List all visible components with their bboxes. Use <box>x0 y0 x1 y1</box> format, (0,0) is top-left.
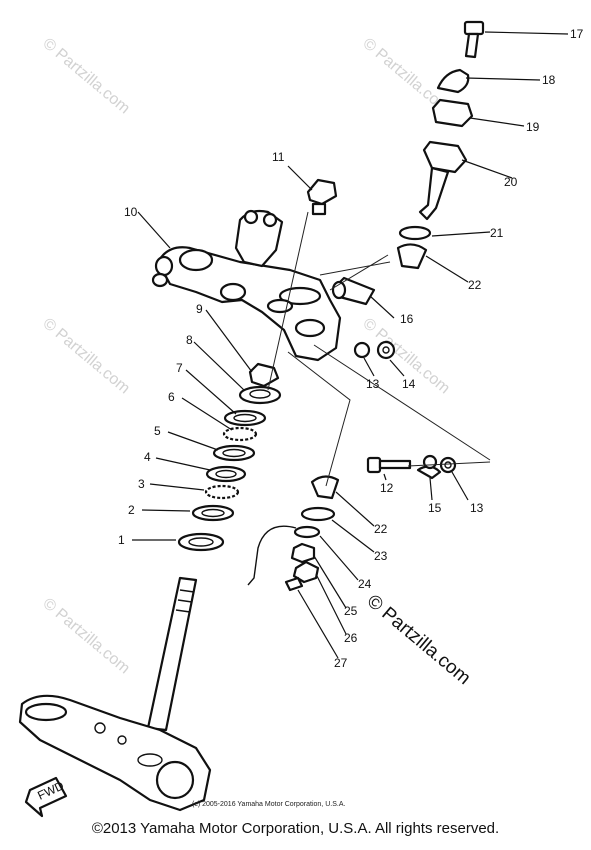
callout-22b: 22 <box>374 522 388 536</box>
callout-17: 17 <box>570 27 584 41</box>
dashed-guides <box>267 211 491 487</box>
callout-1: 1 <box>118 533 125 547</box>
callout-25: 25 <box>344 604 358 618</box>
upper-bracket-parts <box>151 178 396 388</box>
callout-20: 20 <box>504 175 518 189</box>
callout-21: 21 <box>490 226 504 240</box>
callout-15: 15 <box>428 501 442 515</box>
callout-9: 9 <box>196 302 203 316</box>
watermark-main: © Partzilla.com <box>363 591 475 689</box>
callout-3: 3 <box>138 477 145 491</box>
callout-26: 26 <box>344 631 358 645</box>
bearing-stack-parts <box>177 385 282 552</box>
callout-8: 8 <box>186 333 193 347</box>
leader-lines <box>132 31 569 659</box>
callout-5: 5 <box>154 424 161 438</box>
side-small-parts <box>247 454 457 592</box>
callout-16: 16 <box>400 312 414 326</box>
watermark: © Partzilla.com <box>39 595 133 677</box>
callout-6: 6 <box>168 390 175 404</box>
fwd-arrow: FWD <box>24 776 68 818</box>
callout-2: 2 <box>128 503 135 517</box>
callout-13: 13 <box>366 377 380 391</box>
copyright-notice: ©2013 Yamaha Motor Corporation, U.S.A. A… <box>91 820 500 837</box>
callout-11: 11 <box>272 150 285 164</box>
callout-27: 27 <box>334 656 348 670</box>
watermark-group: © Partzilla.com © Partzilla.com © Partzi… <box>39 35 474 689</box>
callout-4: 4 <box>144 450 151 464</box>
callout-23: 23 <box>374 549 388 563</box>
inner-copyright: (c) 2005-2016 Yamaha Motor Corporation, … <box>192 801 345 808</box>
callout-18: 18 <box>542 73 556 87</box>
watermark: © Partzilla.com <box>39 35 133 117</box>
watermark: © Partzilla.com <box>39 315 133 397</box>
callout-19: 19 <box>526 120 540 134</box>
callout-12: 12 <box>380 481 394 495</box>
callout-22: 22 <box>468 278 482 292</box>
callout-10: 10 <box>124 205 138 219</box>
callout-labels: 17 18 19 20 21 22 16 11 10 9 8 7 6 5 4 3… <box>118 27 584 670</box>
callout-7: 7 <box>176 361 183 375</box>
callout-13b: 13 <box>470 501 484 515</box>
callout-14: 14 <box>402 377 416 391</box>
lower-bracket-parts <box>18 576 212 812</box>
callout-24: 24 <box>358 577 372 591</box>
handlebar-clamp-parts <box>396 20 485 270</box>
